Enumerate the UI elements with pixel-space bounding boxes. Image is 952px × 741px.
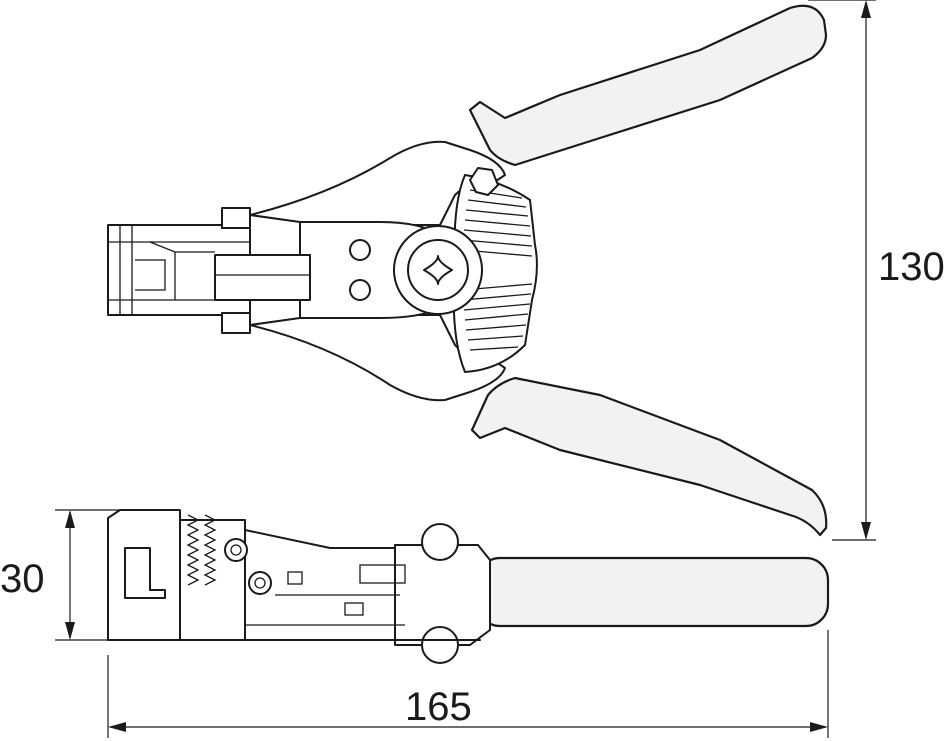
side-rivet-2 bbox=[248, 571, 272, 595]
top-view bbox=[107, 4, 828, 537]
side-linkage bbox=[245, 564, 406, 626]
side-handle-grip bbox=[476, 556, 830, 628]
upper-handle-grip bbox=[468, 4, 828, 167]
stripping-head bbox=[107, 207, 311, 334]
spring-tab bbox=[469, 167, 499, 196]
side-pivot-bottom bbox=[421, 626, 459, 664]
dimension-thickness bbox=[55, 509, 120, 641]
height-dimension-label: 130 bbox=[878, 245, 945, 289]
side-rivet-1 bbox=[224, 538, 248, 562]
rivet-hole-upper bbox=[349, 239, 371, 261]
thickness-dimension-label: 30 bbox=[0, 557, 45, 601]
side-pivot-top bbox=[421, 523, 459, 561]
dimension-height bbox=[808, 0, 876, 541]
side-blade-teeth bbox=[186, 514, 217, 586]
lower-handle-grip bbox=[470, 376, 828, 537]
length-dimension-label: 165 bbox=[405, 685, 472, 729]
rivet-hole-lower bbox=[349, 279, 371, 301]
pivot-screw bbox=[393, 225, 483, 315]
side-view bbox=[107, 509, 830, 664]
dimension-length bbox=[107, 630, 829, 738]
